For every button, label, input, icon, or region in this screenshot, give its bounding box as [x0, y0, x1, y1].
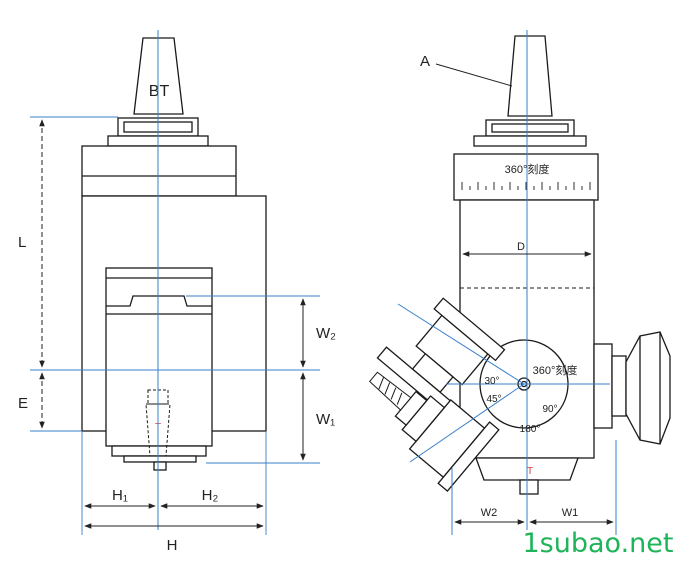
- left-upper-body: [81, 145, 237, 197]
- left-inner-window: [105, 267, 213, 447]
- callout-a-leader: [435, 63, 513, 87]
- left-spindle: [111, 445, 207, 457]
- right-tool-mark: T: [527, 466, 533, 477]
- right-taper: [507, 35, 553, 117]
- watermark-text: 1subao.net: [523, 528, 674, 559]
- dim-label-w2: W₂: [316, 325, 336, 342]
- top-scale-label: 360°刻度: [505, 162, 550, 176]
- dim-label-w1-right: W1: [562, 507, 579, 519]
- left-dimensions: [39, 119, 306, 529]
- angle-45-label: 45°: [486, 394, 501, 405]
- dim-label-w2-right: W2: [481, 507, 498, 519]
- taper-label-bt: BT: [149, 83, 170, 100]
- dim-label-h: H: [167, 537, 178, 554]
- side-scale-label: 360°刻度: [533, 363, 578, 377]
- right-centerlines: [397, 30, 617, 535]
- dim-label-w1: W₁: [316, 411, 335, 428]
- left-view: [81, 37, 267, 471]
- angle-90-label: 90°: [542, 404, 557, 415]
- left-extension-lines: [30, 116, 320, 535]
- dim-label-l: L: [18, 234, 26, 251]
- dim-label-h2: H₂: [202, 487, 219, 504]
- dim-label-h1: H₁: [112, 487, 128, 504]
- callout-a-label: A: [420, 53, 430, 70]
- right-handwheel: [625, 331, 671, 445]
- top-scale-ring: [453, 153, 599, 201]
- angle-30-label: 30°: [484, 376, 499, 387]
- top-scale-ticks: [461, 182, 591, 190]
- dim-label-e: E: [18, 395, 28, 412]
- right-flange: [485, 119, 575, 137]
- dim-label-d: D: [517, 241, 525, 253]
- angle-180-label: 180°: [520, 424, 541, 435]
